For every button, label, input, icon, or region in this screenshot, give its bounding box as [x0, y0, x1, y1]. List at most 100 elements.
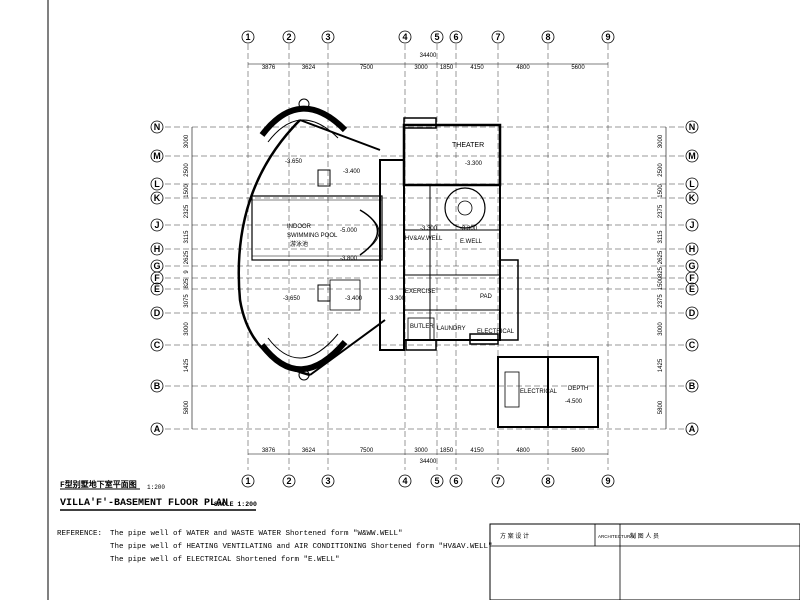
level-5: -3.300	[388, 296, 406, 302]
scale-cn-ratio: 1:200	[147, 484, 166, 491]
grid-row-left-G: G	[153, 261, 160, 271]
label-hvac: HV&AV.WELL	[405, 236, 443, 242]
level-7: -3.800	[340, 256, 358, 262]
dim-top-1: 3624	[302, 65, 316, 71]
grid-row-right-N: N	[689, 122, 696, 132]
grid-col-bottom-4: 4	[402, 476, 407, 486]
room-theater: THEATER	[452, 142, 484, 149]
grid-row-left-F: F	[154, 273, 160, 283]
room-electrical: ELECTRICAL	[477, 329, 515, 335]
grid-col-top-1: 1	[245, 32, 250, 42]
level-4: -3.400	[345, 296, 363, 302]
room-pool: SWIMMING POOL	[287, 233, 338, 239]
dim-bottom-7: 5600	[571, 448, 585, 454]
grid-col-top-9: 9	[605, 32, 610, 42]
grid-row-left-K: K	[154, 193, 161, 203]
dim-total-top: 34400	[420, 53, 437, 59]
grid-row-right-F: F	[689, 273, 695, 283]
title-block-labels: 方 案 设 计 ARCHITECTURAL 制 图 人 员	[500, 532, 659, 540]
grid-row-left-L: L	[154, 179, 160, 189]
title-block	[489, 523, 800, 600]
level-depth: -4.500	[565, 399, 583, 405]
dim-right-4: 3115	[658, 230, 664, 244]
grid-row-right-A: A	[689, 424, 696, 434]
grid-col-bottom-8: 8	[545, 476, 550, 486]
grid-row-right-G: G	[688, 261, 695, 271]
grid-col-top-8: 8	[545, 32, 550, 42]
room-indoor: INDOOR	[287, 224, 312, 230]
dim-right-0: 3000	[658, 134, 664, 148]
dim-right-2: 1500	[658, 184, 664, 198]
dim-bottom-6: 4800	[516, 448, 530, 454]
grid-axes	[150, 30, 699, 488]
grid-col-bottom-1: 1	[245, 476, 250, 486]
grid-col-bottom-6: 6	[453, 476, 458, 486]
dim-left-7: 825	[184, 278, 190, 289]
dim-left-10: 1425	[184, 358, 190, 372]
grid-row-left-H: H	[154, 244, 161, 254]
scale-cn-title: F型别墅地下室平面图	[60, 481, 137, 490]
reference-line-3: The pipe well of ELECTRICAL Shortened fo…	[110, 556, 340, 564]
grid-col-top-4: 4	[402, 32, 407, 42]
dim-top-6: 4800	[516, 65, 530, 71]
dim-left-4: 3115	[184, 230, 190, 244]
dim-top-7: 5600	[571, 65, 585, 71]
grid-col-bottom-5: 5	[434, 476, 439, 486]
room-labels: THEATER -3.300 INDOOR SWIMMING POOL 游泳池 …	[283, 142, 588, 405]
grid-row-right-L: L	[689, 179, 695, 189]
dim-left-6: 9	[184, 270, 190, 274]
grid-row-left-D: D	[154, 308, 161, 318]
dim-left-2: 1500	[184, 184, 190, 198]
dim-left-0: 3000	[184, 134, 190, 148]
grid-col-bottom-2: 2	[286, 476, 291, 486]
grid-col-bottom-7: 7	[495, 476, 500, 486]
dim-right-7: 1500	[658, 276, 664, 290]
level-theater: -3.300	[465, 161, 483, 167]
level-3: -3.650	[283, 296, 301, 302]
grid-row-right-E: E	[689, 284, 695, 294]
reference-line-2: The pipe well of HEATING VENTILATING and…	[110, 543, 493, 551]
grid-row-left-E: E	[154, 284, 160, 294]
main-title: VILLA'F'-BASEMENT FLOOR PLAN	[60, 498, 229, 509]
grid-row-left-J: J	[154, 220, 159, 230]
dim-bottom-2: 7500	[360, 448, 374, 454]
dim-top-4: 1850	[440, 65, 454, 71]
room-butler: BUTLER	[410, 324, 434, 330]
dim-bottom-3: 3000	[414, 448, 428, 454]
dim-right-5: 2625	[658, 250, 664, 264]
level-8: -3.300	[420, 226, 438, 232]
dim-bottom-5: 4150	[470, 448, 484, 454]
grid-row-left-C: C	[154, 340, 161, 350]
label-ewell: E.WELL	[460, 239, 483, 245]
level-pool: -5.000	[340, 228, 358, 234]
level-6: -3.300	[460, 226, 478, 232]
dim-right-8: 2375	[658, 294, 664, 308]
reference-line-1: The pipe well of WATER and WASTE WATER S…	[110, 530, 403, 538]
titleblock-1: 方 案 设 计	[500, 532, 529, 540]
dim-left-11: 5800	[184, 400, 190, 414]
grid-row-right-D: D	[689, 308, 696, 318]
dim-right-1: 2500	[658, 163, 664, 177]
room-depth: DEPTH	[568, 386, 588, 392]
level-1: -3.650	[285, 159, 303, 165]
dim-top-3: 3000	[414, 65, 428, 71]
dim-right-11: 5800	[658, 400, 664, 414]
dim-bottom-1: 3624	[302, 448, 316, 454]
dim-top-5: 4150	[470, 65, 484, 71]
grid-col-top-6: 6	[453, 32, 458, 42]
dim-top-2: 7500	[360, 65, 374, 71]
grid-col-top-3: 3	[325, 32, 330, 42]
dim-right-3: 2375	[658, 204, 664, 218]
grid-row-right-H: H	[689, 244, 696, 254]
grid-row-left-M: M	[153, 151, 161, 161]
dim-bottom-0: 3876	[262, 448, 276, 454]
curved-stair-wings	[259, 98, 348, 381]
grid-row-right-B: B	[689, 381, 696, 391]
grid-row-left-N: N	[154, 122, 161, 132]
dim-right-9: 3000	[658, 322, 664, 336]
grid-row-right-M: M	[688, 151, 696, 161]
dim-left-5: 2625	[184, 250, 190, 264]
room-pool-cn: 游泳池	[290, 240, 308, 248]
